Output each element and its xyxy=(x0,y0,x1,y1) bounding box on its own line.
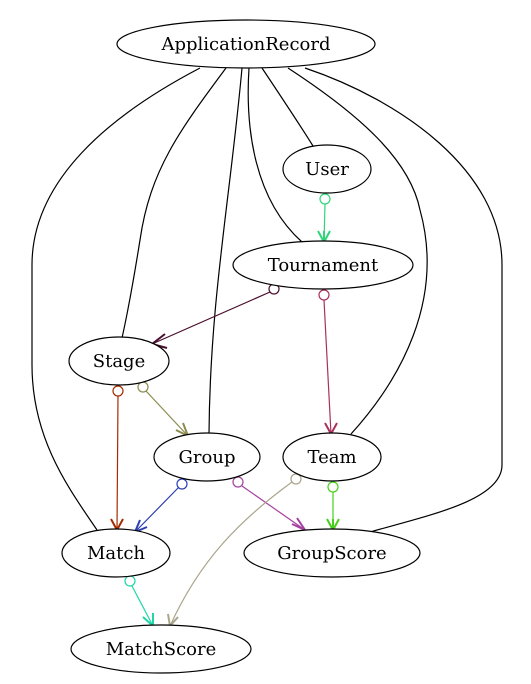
edge-stage-group xyxy=(137,381,190,439)
nodes: ApplicationRecord User Tournament Stage … xyxy=(61,19,421,674)
node-label-group: Group xyxy=(179,447,236,468)
node-label-groupscore: GroupScore xyxy=(277,543,386,564)
edge-team-matchscore xyxy=(167,473,302,629)
node-label-applicationrecord: ApplicationRecord xyxy=(160,34,330,55)
node-match[interactable]: Match xyxy=(61,528,171,578)
edge-tournament-team xyxy=(318,289,338,437)
edge-tournament-stage xyxy=(149,283,280,349)
edge-applicationrecord-match xyxy=(31,67,201,531)
edge-group-groupscore xyxy=(232,476,308,533)
node-label-match: Match xyxy=(87,543,145,564)
node-groupscore[interactable]: GroupScore xyxy=(243,528,421,578)
edge-applicationrecord-group xyxy=(208,67,243,435)
association-edges xyxy=(110,193,340,629)
edge-user-tournament xyxy=(317,193,331,245)
node-group[interactable]: Group xyxy=(153,432,261,482)
inheritance-edges xyxy=(31,67,503,533)
node-user[interactable]: User xyxy=(282,144,372,194)
edge-stage-match xyxy=(110,385,124,533)
edge-applicationrecord-team xyxy=(287,67,428,435)
edge-applicationrecord-groupscore xyxy=(304,67,503,533)
node-label-user: User xyxy=(305,159,349,180)
edge-applicationrecord-user xyxy=(261,67,314,147)
node-label-tournament: Tournament xyxy=(268,255,379,276)
edge-applicationrecord-tournament xyxy=(247,67,303,243)
node-label-team: Team xyxy=(307,447,356,468)
edge-group-match xyxy=(133,478,188,534)
node-matchscore[interactable]: MatchScore xyxy=(70,624,252,674)
node-team[interactable]: Team xyxy=(282,432,382,482)
node-stage[interactable]: Stage xyxy=(68,336,170,386)
node-label-matchscore: MatchScore xyxy=(106,639,217,660)
node-label-stage: Stage xyxy=(93,351,145,372)
edge-applicationrecord-stage xyxy=(121,67,227,339)
node-tournament[interactable]: Tournament xyxy=(232,240,414,290)
edge-team-groupscore xyxy=(326,481,340,533)
node-applicationrecord[interactable]: ApplicationRecord xyxy=(116,19,376,69)
edge-match-matchscore xyxy=(124,575,154,629)
